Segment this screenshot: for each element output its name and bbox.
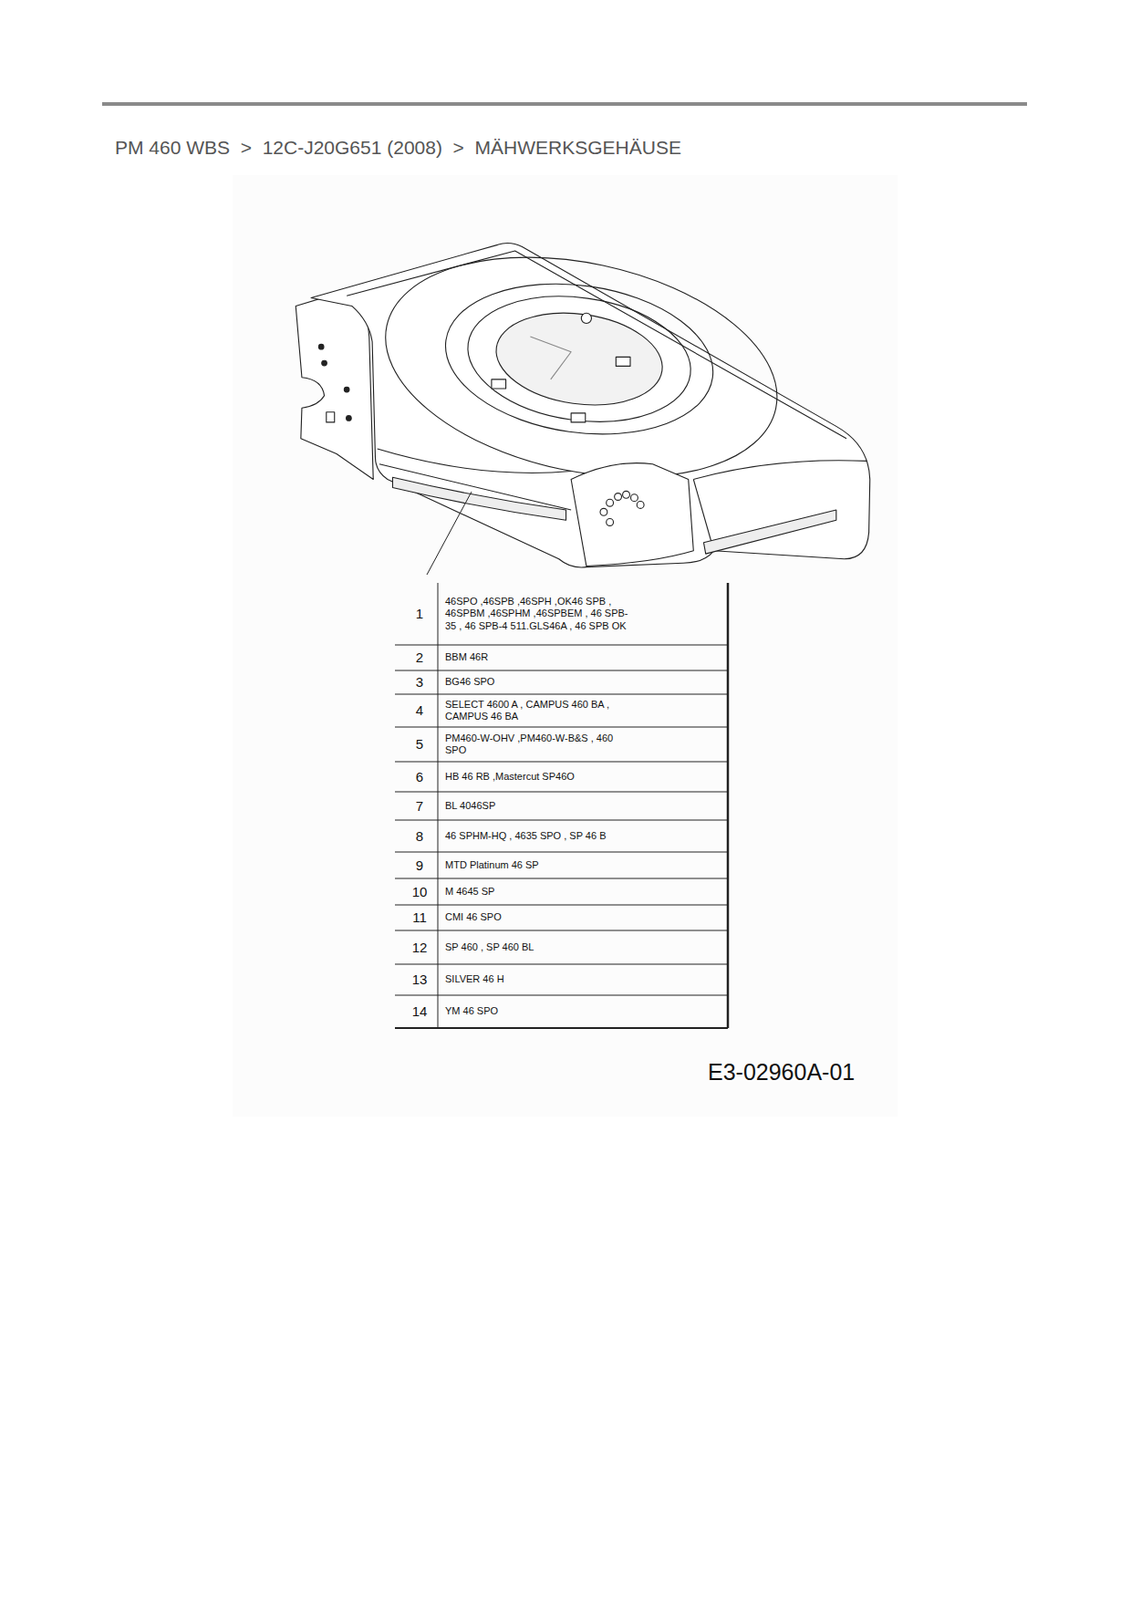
- callout-number: 14: [401, 996, 438, 1028]
- table-rule: [394, 964, 728, 965]
- model-list: SILVER 46 H: [445, 964, 637, 995]
- model-list: 46 SPHM-HQ , 4635 SPO , SP 46 B: [445, 820, 637, 851]
- model-list: YM 46 SPO: [445, 996, 637, 1028]
- callout-number: 4: [401, 695, 438, 727]
- table-rule: [394, 995, 728, 997]
- callout-number: 11: [401, 905, 438, 930]
- table-rule: [394, 644, 728, 646]
- model-list: CMI 46 SPO: [445, 905, 637, 930]
- callout-number: 8: [401, 820, 438, 851]
- mount-tab: [491, 379, 507, 389]
- table-rule: [437, 582, 439, 1028]
- plate-hole: [318, 343, 324, 350]
- table-rule: [394, 930, 728, 932]
- adjust-hole: [606, 498, 614, 507]
- table-rule: [394, 904, 728, 906]
- adjust-hole: [614, 493, 623, 501]
- front-contour: [693, 460, 867, 480]
- callout-number: 3: [401, 671, 438, 694]
- mount-tab: [570, 413, 586, 423]
- mount-ring: [459, 282, 699, 436]
- plate-hole: [346, 415, 353, 422]
- side-slot: [392, 477, 566, 520]
- mount-tab: [615, 356, 631, 366]
- leader-line: [426, 491, 472, 575]
- callout-number: 13: [401, 964, 438, 995]
- model-list: BG46 SPO: [445, 671, 637, 694]
- mount-ring: [435, 267, 724, 451]
- callout-number: 5: [401, 727, 438, 761]
- breadcrumb-title: PM 460 WBS > 12C-J20G651 (2008) > MÄHWER…: [114, 136, 682, 159]
- table-rule: [394, 791, 728, 793]
- callout-number: 9: [401, 852, 438, 878]
- front-contour: [377, 448, 571, 473]
- drawing-code: E3-02960A-01: [707, 1056, 891, 1088]
- table-rule: [726, 582, 730, 1028]
- model-list: PM460-W-OHV ,PM460-W-B&S , 460 SPO: [445, 727, 637, 761]
- deck-edge: [346, 250, 847, 439]
- callout-number: 6: [401, 762, 438, 791]
- callout-number: 7: [401, 792, 438, 820]
- callout-number: 2: [401, 645, 438, 670]
- deck-shell: [311, 243, 871, 568]
- adjust-hole: [606, 518, 614, 527]
- table-rule: [394, 1027, 728, 1029]
- callout-number: 12: [401, 931, 438, 964]
- model-list: SP 460 , SP 460 BL: [445, 931, 637, 964]
- mount-opening: [489, 302, 668, 416]
- callout-number: 10: [401, 879, 438, 904]
- table-rule: [394, 670, 728, 672]
- figure-ground: [232, 175, 898, 1117]
- inner-detail: [529, 336, 571, 380]
- model-list: HB 46 RB ,Mastercut SP46O: [445, 762, 637, 791]
- callout-number: 1: [401, 583, 438, 644]
- rear-plate: [295, 290, 374, 480]
- model-list: BBM 46R: [445, 645, 637, 670]
- adjust-hole: [600, 508, 608, 516]
- deck-housing: [295, 224, 870, 568]
- model-list: 46SPO ,46SPB ,46SPH ,OK46 SPB , 46SPBM ,…: [445, 583, 637, 644]
- table-rule: [394, 851, 728, 853]
- model-list: SELECT 4600 A , CAMPUS 460 BA , CAMPUS 4…: [445, 695, 637, 727]
- table-rule: [394, 694, 728, 696]
- header-rule: [102, 102, 1028, 106]
- table-rule: [394, 878, 728, 880]
- model-list: M 4645 SP: [445, 879, 637, 904]
- table-rule: [394, 819, 728, 821]
- adjust-hole: [622, 490, 631, 499]
- side-slot: [703, 509, 836, 554]
- table-rule: [394, 761, 728, 763]
- discharge-chute: [570, 463, 694, 567]
- parts-table: [394, 582, 728, 1028]
- adjust-hole: [636, 501, 644, 509]
- model-list: BL 4046SP: [445, 792, 637, 820]
- deck-rim: [364, 224, 798, 511]
- model-list: MTD Platinum 46 SP: [445, 852, 637, 878]
- front-contour: [693, 479, 714, 551]
- plate-slot: [326, 412, 335, 423]
- table-rule: [394, 726, 728, 728]
- top-hole: [581, 312, 592, 323]
- plate-hole: [343, 386, 350, 393]
- adjust-hole: [631, 494, 639, 502]
- plate-hole: [321, 360, 328, 366]
